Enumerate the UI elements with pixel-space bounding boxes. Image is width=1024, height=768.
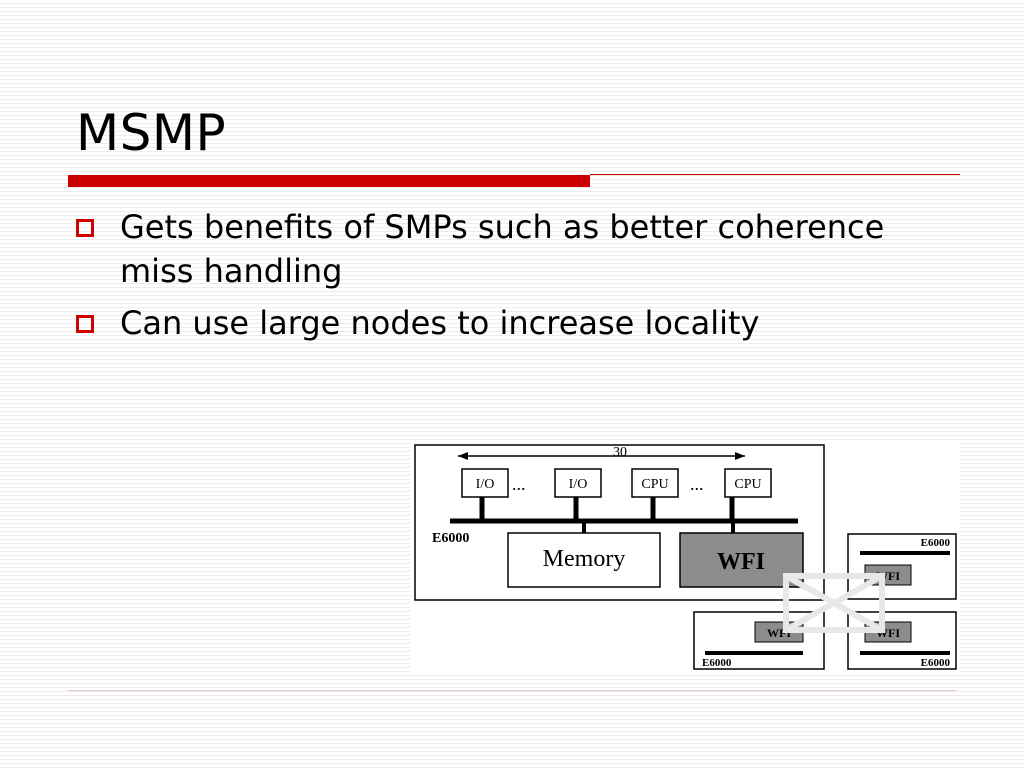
wfi-box xyxy=(679,532,804,588)
title-underline-thin xyxy=(590,174,960,175)
msmp-architecture-diagram: 30 I/O ... I/O CPU ... CPU E6000 Memory … xyxy=(410,442,960,672)
bullet-item: Can use large nodes to increase locality xyxy=(76,301,956,345)
memory-label: Memory xyxy=(543,546,626,572)
cpu-label: CPU xyxy=(734,477,761,492)
bullet-text: Can use large nodes to increase locality xyxy=(120,304,760,342)
bullet-item: Gets benefits of SMPs such as better coh… xyxy=(76,205,956,293)
slide-title: MSMP xyxy=(76,104,227,162)
wfi-label: WFI xyxy=(717,549,765,575)
small-node-label: E6000 xyxy=(702,657,732,669)
io-box xyxy=(554,468,602,498)
small-node-label: E6000 xyxy=(921,537,951,549)
bullet-text: Gets benefits of SMPs such as better coh… xyxy=(120,208,885,290)
io-label: I/O xyxy=(476,477,495,492)
interconnect-links xyxy=(783,573,885,633)
ellipsis: ... xyxy=(690,474,704,494)
node-label: E6000 xyxy=(432,531,469,546)
cpu-box xyxy=(724,468,772,498)
cpu-label: CPU xyxy=(641,477,668,492)
ellipsis: ... xyxy=(512,474,526,494)
square-bullet-icon xyxy=(76,219,94,237)
small-node-label: E6000 xyxy=(921,657,951,669)
width-label: 30 xyxy=(613,445,627,460)
arrow-head-right xyxy=(735,452,745,460)
footer-rule xyxy=(68,690,956,691)
arrow-head-left xyxy=(458,452,468,460)
square-bullet-icon xyxy=(76,315,94,333)
title-underline-thick xyxy=(68,175,590,187)
io-box xyxy=(461,468,509,498)
bullet-list: Gets benefits of SMPs such as better coh… xyxy=(76,205,956,353)
memory-box xyxy=(507,532,661,588)
io-label: I/O xyxy=(569,477,588,492)
